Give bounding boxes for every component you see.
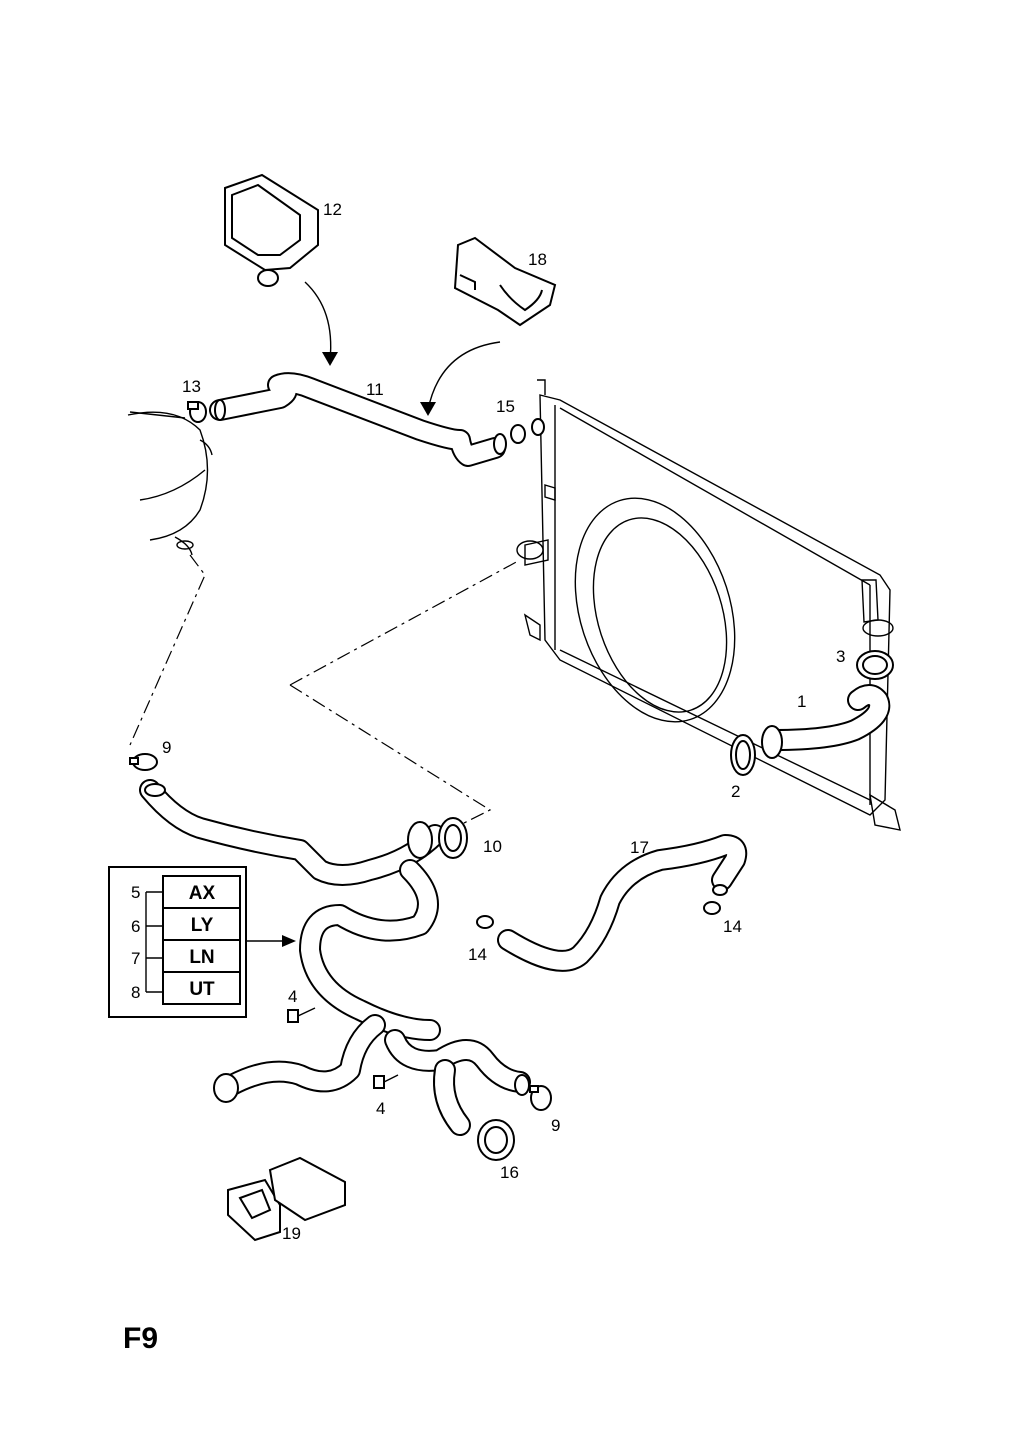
clip-13-icon xyxy=(187,401,207,423)
bolt-4-top-icon xyxy=(287,1007,316,1023)
clip-18-icon xyxy=(453,236,557,327)
clamp-2-icon xyxy=(730,734,756,776)
callout-4-top: 4 xyxy=(288,987,297,1006)
lower-hose-assembly xyxy=(139,779,531,1136)
hose-end-right xyxy=(514,1074,530,1096)
table-row-num: 7 xyxy=(131,949,140,968)
callout-1: 1 xyxy=(797,692,806,711)
callout-14-left: 14 xyxy=(468,945,487,964)
clip-14-right-b xyxy=(703,901,721,915)
arrow-12 xyxy=(304,281,332,361)
arrow-18 xyxy=(427,341,501,411)
table-row-num: 5 xyxy=(131,883,140,902)
callout-11: 11 xyxy=(366,380,384,399)
clamp-10-icon xyxy=(438,817,468,859)
table-row-code: LY xyxy=(191,915,214,936)
callout-4-bottom: 4 xyxy=(376,1099,385,1118)
arrow-12-head xyxy=(322,352,338,366)
table-arrow-head xyxy=(282,935,296,947)
expansion-tank xyxy=(127,411,213,556)
callout-18: 18 xyxy=(528,250,547,269)
clip-14-left-icon xyxy=(476,915,494,929)
clamp-16-icon xyxy=(477,1119,515,1161)
assembly-leader-lines xyxy=(129,554,521,831)
hose-end-left-outlet xyxy=(213,1073,239,1103)
clip-9-top-icon xyxy=(129,753,158,771)
bolt-4-bottom-icon xyxy=(373,1074,399,1089)
hose-top-outlet xyxy=(407,821,433,859)
callout-15: 15 xyxy=(496,397,515,416)
callout-12: 12 xyxy=(323,200,342,219)
table-row-code: AX xyxy=(189,883,216,904)
callout-2: 2 xyxy=(731,782,740,801)
callout-9-top: 9 xyxy=(162,738,171,757)
clip-19-icon xyxy=(227,1156,346,1242)
hose-1-end xyxy=(761,725,783,759)
variant-table: 5 6 7 8 AX LY LN UT xyxy=(108,866,247,1018)
callout-3: 3 xyxy=(836,647,845,666)
radiator xyxy=(516,379,901,831)
callout-14-right: 14 xyxy=(723,917,742,936)
callout-13: 13 xyxy=(182,377,201,396)
arrow-18-head xyxy=(420,402,436,416)
callout-19: 19 xyxy=(282,1224,301,1243)
hose-end-top-left xyxy=(144,783,166,797)
clip-9-bottom-icon xyxy=(529,1085,552,1111)
clip-12-icon xyxy=(224,173,319,287)
table-row-num: 8 xyxy=(131,983,140,1002)
page-label: F9 xyxy=(123,1322,158,1355)
callout-16: 16 xyxy=(500,1163,519,1182)
callout-17: 17 xyxy=(630,838,649,857)
clamp-3-icon xyxy=(856,650,894,680)
callout-9-bottom: 9 xyxy=(551,1116,560,1135)
table-row-code: LN xyxy=(189,947,214,968)
hose-11-end-right xyxy=(493,433,507,455)
clip-15-icon xyxy=(510,418,545,444)
callout-10: 10 xyxy=(483,837,502,856)
clip-14-right-icon xyxy=(712,884,728,896)
hose-1 xyxy=(764,684,891,751)
hose-11 xyxy=(209,372,506,467)
hose-11-end xyxy=(214,399,226,421)
hose-17 xyxy=(497,834,748,972)
table-row-num: 6 xyxy=(131,917,140,936)
table-row-code: UT xyxy=(189,979,215,1000)
callouts: 1 2 3 4 4 9 9 10 11 12 13 14 14 15 16 17… xyxy=(162,200,845,1243)
